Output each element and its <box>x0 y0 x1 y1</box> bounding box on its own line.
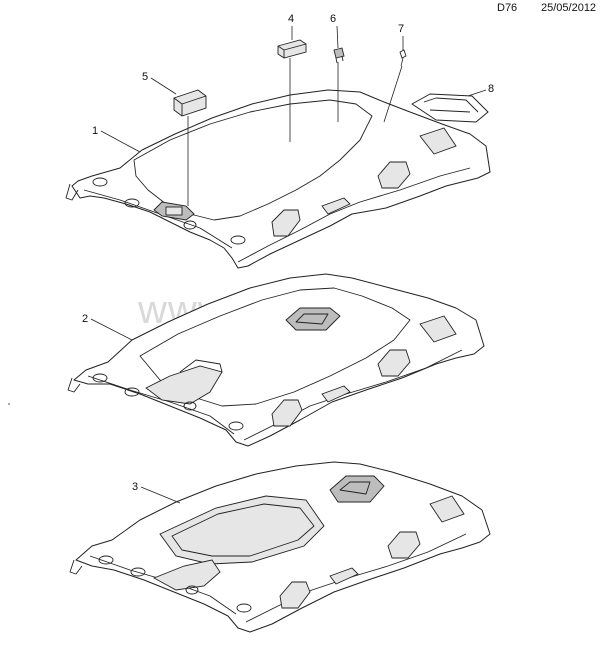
headliner-3-sunroof-opening <box>159 495 325 565</box>
part-7-screw <box>399 49 407 67</box>
headliner-3-corner-tab <box>69 559 83 575</box>
headliner-1-corner-tab <box>65 183 79 201</box>
headliner-2-top-recess <box>285 307 341 331</box>
svg-text:2: 2 <box>82 313 88 325</box>
headliner-2-rear-tab <box>419 315 457 343</box>
diagram-date: 25/05/2012 <box>541 2 597 14</box>
part-6-clip <box>333 47 345 64</box>
headliner-2-front-edge <box>87 375 235 435</box>
svg-text:1: 1 <box>92 125 98 137</box>
headliner-2-side-slot <box>321 385 351 403</box>
callout-4: 4 <box>288 13 294 142</box>
callout-7: 7 <box>383 23 404 123</box>
callout-3: 3 <box>132 481 181 504</box>
headliner-3-hole-4 <box>236 603 252 613</box>
headliner-part-3 <box>69 461 491 633</box>
headliner-1-handle-recess-front <box>271 209 301 237</box>
headliner-2-handle-recess-rear <box>377 349 411 377</box>
headliner-3-handle-recess-rear <box>387 531 421 559</box>
callout-8: 8 <box>467 83 494 97</box>
headliner-3-hole-1 <box>98 555 114 565</box>
svg-text:3: 3 <box>132 481 138 493</box>
headliner-1-console-lamp <box>165 206 183 216</box>
headliner-3-rear-tab <box>429 495 465 523</box>
headliner-2-hole-1 <box>92 373 108 383</box>
headliner-part-1 <box>65 89 491 269</box>
headliner-3-side-slot <box>329 567 359 585</box>
margin-dot <box>8 403 10 405</box>
headliner-1-outline <box>71 89 491 269</box>
headliner-2-hole-4 <box>228 421 244 431</box>
svg-text:5: 5 <box>142 71 148 83</box>
svg-text:8: 8 <box>488 83 494 95</box>
headliner-2-center-flap <box>145 365 223 405</box>
headliner-3-handle-recess-front <box>279 581 311 609</box>
headliner-3-sunroof-inner <box>171 503 315 557</box>
headliner-3-console-recess <box>329 475 385 503</box>
headliner-1-hole-4 <box>230 235 246 245</box>
headliner-1-side-edge <box>237 167 471 263</box>
headliner-1-hole-1 <box>92 177 108 187</box>
headliner-1-hole-2 <box>124 198 140 208</box>
svg-text:4: 4 <box>288 13 294 25</box>
svg-text:7: 7 <box>398 23 404 35</box>
headliner-2-corner-tab <box>67 377 81 393</box>
headliner-1-handle-recess-rear <box>377 161 411 189</box>
part-8-bracket <box>411 93 489 123</box>
part-5-pad <box>173 89 207 117</box>
headliner-2-handle-recess-front <box>271 399 303 427</box>
headliner-2-hole-2 <box>124 387 140 397</box>
headliner-1-rear-tab <box>419 127 457 155</box>
headliner-1-side-slot <box>321 197 351 215</box>
callout-5: 5 <box>142 71 189 206</box>
headliner-2-outline <box>73 273 485 447</box>
diagram-code: D76 <box>497 2 518 14</box>
headliner-2-hole-3 <box>183 401 197 411</box>
part-4-pad <box>277 39 307 59</box>
callout-2: 2 <box>82 313 133 341</box>
svg-text:6: 6 <box>330 13 336 25</box>
headliner-3-front-flap <box>152 559 221 591</box>
headliner-1-hole-3 <box>183 220 197 230</box>
headliner-2-roof-panel <box>139 287 411 407</box>
callout-1: 1 <box>92 125 141 153</box>
headliner-3-hole-3 <box>185 585 199 595</box>
headliner-3-hole-2 <box>130 567 146 577</box>
headliner-part-2 <box>67 273 485 447</box>
callout-6: 6 <box>330 13 339 122</box>
